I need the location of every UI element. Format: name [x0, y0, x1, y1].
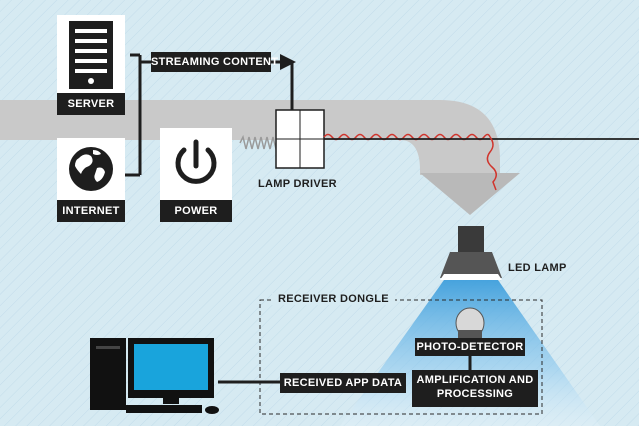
pipe-arrow [420, 173, 520, 215]
server-label: SERVER [57, 93, 125, 115]
lamp-driver-label: LAMP DRIVER [258, 178, 337, 190]
led-lamp-neck [458, 226, 484, 252]
receiver-dongle-box [259, 299, 543, 415]
server-icon-box [57, 15, 125, 93]
desktop-tower [90, 338, 126, 410]
power-label: POWER [160, 200, 232, 222]
internet-label: INTERNET [57, 200, 125, 222]
monitor-screen [134, 344, 208, 390]
amplification-line-2: PROCESSING [436, 388, 514, 400]
desktop-tower-slot [96, 346, 120, 349]
receiver-dongle-label: RECEIVER DONGLE [272, 293, 395, 305]
led-lamp-icon [440, 252, 502, 278]
red-wire-drop [486, 136, 497, 191]
globe-icon [69, 147, 113, 191]
amplification-processing-label: AMPLIFICATION AND PROCESSING [412, 370, 538, 407]
mouse [205, 406, 219, 414]
pipe [0, 100, 500, 175]
monitor-stand [163, 398, 179, 404]
photo-detector-label: PHOTO-DETECTOR [415, 338, 525, 356]
received-app-data-label: RECEIVED APP DATA [280, 373, 406, 393]
power-icon-box [160, 128, 232, 200]
amplification-line-1: AMPLIFICATION AND [416, 374, 534, 386]
streaming-arrowhead [280, 54, 296, 70]
internet-icon-box [57, 138, 125, 200]
led-lamp-rim [440, 274, 502, 280]
server-icon [69, 21, 113, 89]
streaming-content-label: STREAMING CONTENT [151, 52, 278, 72]
power-spring [239, 134, 280, 152]
led-lamp-label: LED LAMP [508, 262, 567, 274]
power-icon [175, 139, 217, 184]
photo-detector-base [458, 330, 482, 340]
keyboard [126, 405, 202, 413]
